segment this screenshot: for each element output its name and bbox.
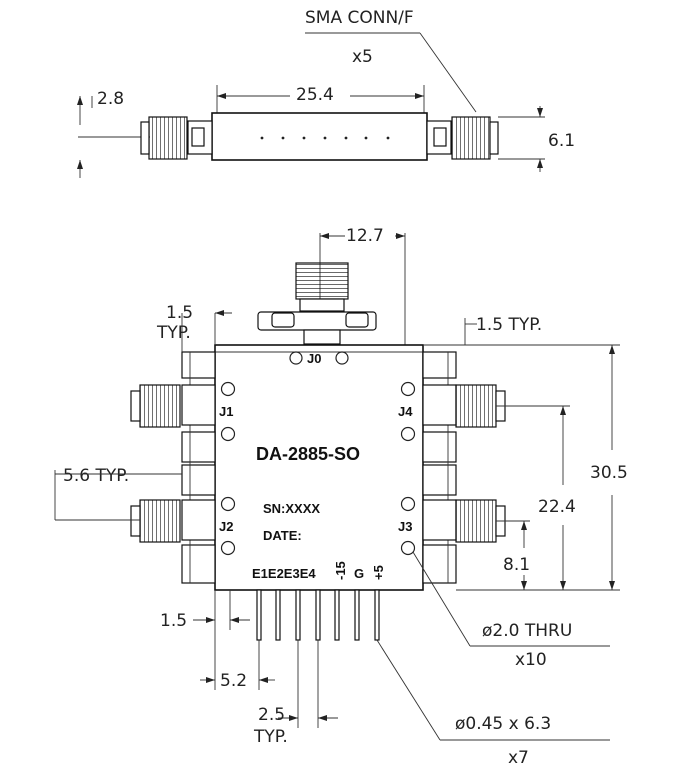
date-field: DATE: bbox=[263, 528, 302, 543]
mounting-holes bbox=[220, 351, 416, 556]
sma-j2 bbox=[130, 499, 216, 543]
serial-number: SN:XXXX bbox=[263, 501, 320, 516]
dim-side-thickness: 6.1 bbox=[548, 131, 575, 151]
sma-j4 bbox=[422, 384, 506, 428]
dim-right-typ: 1.5 TYP. bbox=[476, 315, 542, 335]
connector-qty: x5 bbox=[352, 47, 373, 67]
right-flanges bbox=[422, 351, 457, 584]
pin-label-plus5: +5 bbox=[371, 565, 386, 580]
pin-qty: x7 bbox=[508, 748, 529, 768]
hole-spec: ø2.0 THRU bbox=[482, 621, 572, 641]
sma-j1 bbox=[130, 384, 216, 428]
dim-pin-first: 5.2 bbox=[220, 671, 247, 691]
side-housing bbox=[211, 112, 428, 161]
dim-height-total: 30.5 bbox=[590, 463, 628, 483]
port-label-j0: J0 bbox=[307, 351, 321, 366]
dim-pin-edge: 1.5 bbox=[160, 611, 187, 631]
dim-pin-pitch-suffix: TYP. bbox=[253, 727, 288, 747]
pin-spec: ø0.45 x 6.3 bbox=[455, 714, 551, 734]
dim-left-typ-value: 1.5 bbox=[166, 303, 193, 323]
dim-height-j4: 22.4 bbox=[538, 497, 576, 517]
dim-side-length: 25.4 bbox=[296, 85, 334, 105]
left-flanges bbox=[181, 351, 216, 584]
side-sma-right bbox=[426, 116, 499, 160]
dim-conn-spacing: 12.7 bbox=[346, 226, 384, 246]
pin-labels-e: E1E2E3E4 bbox=[252, 566, 316, 581]
pin-label-minus15: -15 bbox=[333, 561, 348, 580]
sma-j0 bbox=[257, 262, 377, 345]
port-label-j4: J4 bbox=[398, 404, 413, 419]
dim-side-height: 2.8 bbox=[97, 89, 124, 109]
dim-left-typ-suffix: TYP. bbox=[156, 323, 191, 343]
connector-label: SMA CONN/F bbox=[305, 8, 414, 28]
port-label-j2: J2 bbox=[219, 519, 233, 534]
side-sma-left bbox=[140, 116, 213, 160]
dim-pin-pitch: 2.5 bbox=[258, 705, 285, 725]
side-pin-dots bbox=[260, 136, 390, 140]
side-view: SMA CONN/F x5 2.8 25.4 bbox=[77, 8, 575, 178]
pins bbox=[256, 589, 380, 641]
part-number: DA-2885-SO bbox=[256, 444, 360, 464]
pin-label-g: G bbox=[354, 566, 364, 581]
port-label-j1: J1 bbox=[219, 404, 233, 419]
hole-qty: x10 bbox=[515, 650, 547, 670]
sma-j3 bbox=[422, 499, 506, 543]
top-view: 12.7 bbox=[54, 226, 628, 768]
port-label-j3: J3 bbox=[398, 519, 412, 534]
dim-height-j3: 8.1 bbox=[503, 555, 530, 575]
dim-conn-offset: 5.6 TYP. bbox=[63, 466, 129, 486]
module-housing bbox=[214, 344, 424, 591]
